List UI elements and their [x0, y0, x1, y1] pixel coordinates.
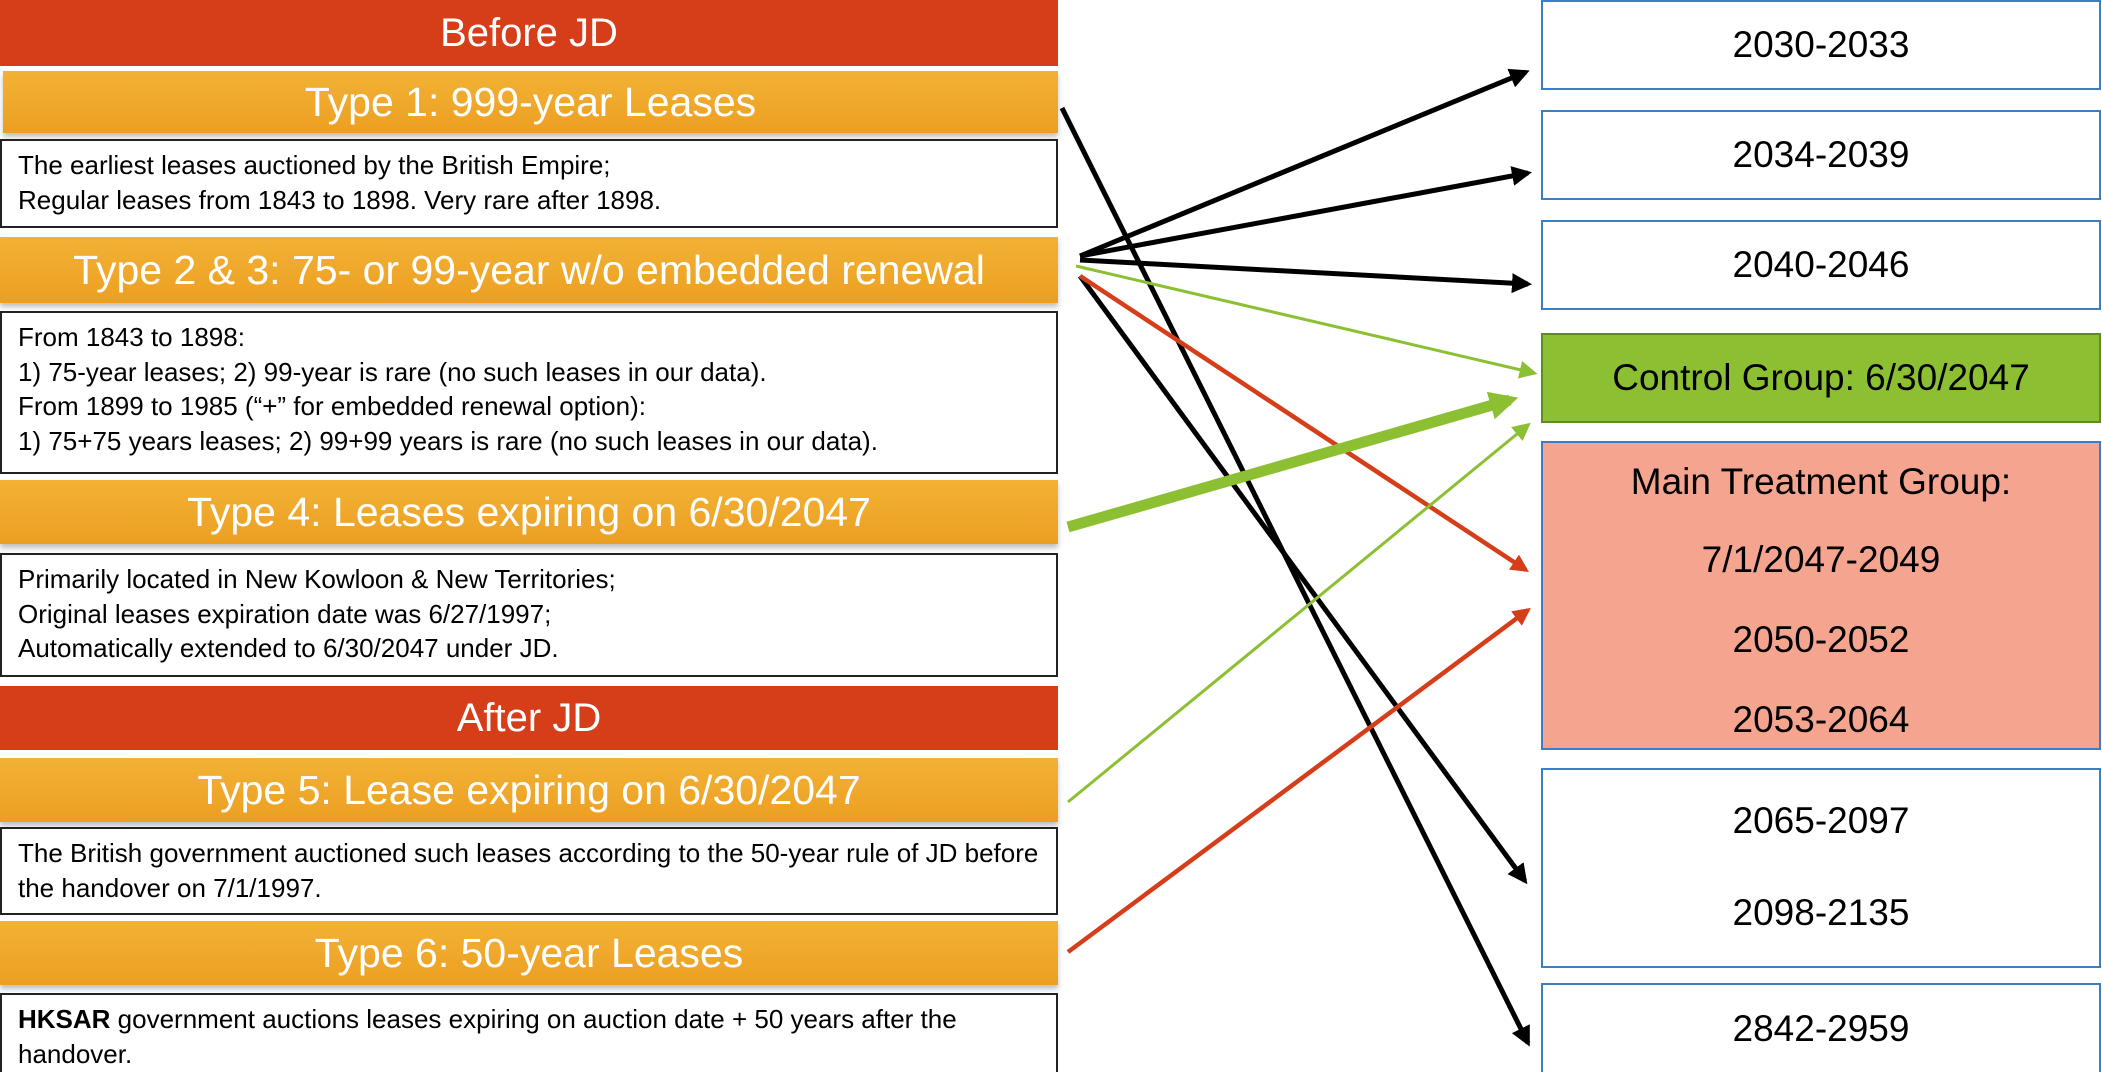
type5-title: Type 5: Lease expiring on 6/30/2047 [0, 758, 1058, 822]
type5-title-text: Type 5: Lease expiring on 6/30/2047 [197, 766, 861, 813]
type5-text: The British government auctioned such le… [18, 838, 1039, 903]
treatment-title: Main Treatment Group: [1630, 461, 2012, 502]
arrow-type4-to-control [1066, 391, 1519, 533]
type23-line: 1) 75+75 years leases; 2) 99+99 years is… [18, 425, 878, 456]
range-label: 2040-2046 [1732, 244, 1910, 285]
arrow-type23-to-2034 [1079, 166, 1532, 259]
arrow-type23-to-2065 [1077, 274, 1528, 885]
type6-text: HKSAR government auctions leases expirin… [18, 1002, 1040, 1071]
hksar-bold: HKSAR [18, 1004, 111, 1034]
after-jd-label: After JD [456, 695, 602, 740]
type5-description: The British government auctioned such le… [0, 827, 1058, 915]
type1-line: The earliest leases auctioned by the Bri… [18, 150, 611, 180]
arrow-type5-to-control [1067, 422, 1531, 804]
type1-title: Type 1: 999-year Leases [3, 71, 1058, 133]
range-box-2065-2135: 2065-2097 2098-2135 [1541, 768, 2101, 968]
type4-line: Original leases expiration date was 6/27… [18, 598, 552, 629]
type1-line: Regular leases from 1843 to 1898. Very r… [18, 184, 662, 215]
treatment-item: 2053-2064 [1732, 699, 1910, 740]
type4-line: Primarily located in New Kowloon & New T… [18, 564, 616, 594]
control-group-label: Control Group: 6/30/2047 [1612, 357, 2030, 398]
range-box-2030-2033: 2030-2033 [1541, 0, 2101, 90]
type4-description: Primarily located in New Kowloon & New T… [0, 553, 1058, 677]
arrow-type23-to-2040 [1079, 257, 1532, 294]
type6-text-rest: government auctions leases expiring on a… [18, 1004, 957, 1069]
arrow-type23-to-2030 [1079, 68, 1530, 259]
treatment-item: 2050-2052 [1732, 619, 1910, 660]
arrow-type23-to-treatment [1078, 274, 1530, 572]
type23-description: From 1843 to 1898: 1) 75-year leases; 2)… [0, 311, 1058, 474]
type23-line: 1) 75-year leases; 2) 99-year is rare (n… [18, 356, 767, 387]
type4-line: Automatically extended to 6/30/2047 unde… [18, 633, 559, 663]
range-label: 2065-2097 [1732, 800, 1910, 841]
range-box-2842-2959: 2842-2959 [1541, 983, 2101, 1072]
range-label: 2030-2033 [1732, 24, 1910, 65]
type6-description: HKSAR government auctions leases expirin… [0, 993, 1058, 1072]
range-label: 2098-2135 [1732, 892, 1910, 933]
after-jd-header: After JD [0, 686, 1058, 750]
type23-title: Type 2 & 3: 75- or 99-year w/o embedded … [0, 237, 1058, 303]
type6-title-text: Type 6: 50-year Leases [314, 929, 744, 976]
type4-title: Type 4: Leases expiring on 6/30/2047 [0, 480, 1058, 544]
type1-description: The earliest leases auctioned by the Bri… [0, 139, 1058, 228]
range-label: 2034-2039 [1732, 134, 1910, 175]
type1-title-text: Type 1: 999-year Leases [304, 78, 757, 125]
main-treatment-group-box: Main Treatment Group: 7/1/2047-2049 2050… [1541, 441, 2101, 750]
range-box-2040-2046: 2040-2046 [1541, 220, 2101, 310]
before-jd-header: Before JD [0, 0, 1058, 66]
type23-line: From 1843 to 1898: [18, 322, 245, 352]
range-label: 2842-2959 [1732, 1007, 1910, 1049]
treatment-item: 7/1/2047-2049 [1701, 539, 1941, 580]
arrow-type6-to-treatment [1066, 607, 1531, 954]
before-jd-label: Before JD [440, 10, 618, 55]
type23-line: From 1899 to 1985 (“+” for embedded rene… [18, 391, 646, 421]
type23-title-text: Type 2 & 3: 75- or 99-year w/o embedded … [73, 246, 985, 293]
control-group-box: Control Group: 6/30/2047 [1541, 333, 2101, 423]
type4-title-text: Type 4: Leases expiring on 6/30/2047 [187, 488, 871, 535]
arrow-type23-to-control [1075, 264, 1538, 379]
type6-title: Type 6: 50-year Leases [0, 921, 1058, 985]
range-box-2034-2039: 2034-2039 [1541, 110, 2101, 200]
